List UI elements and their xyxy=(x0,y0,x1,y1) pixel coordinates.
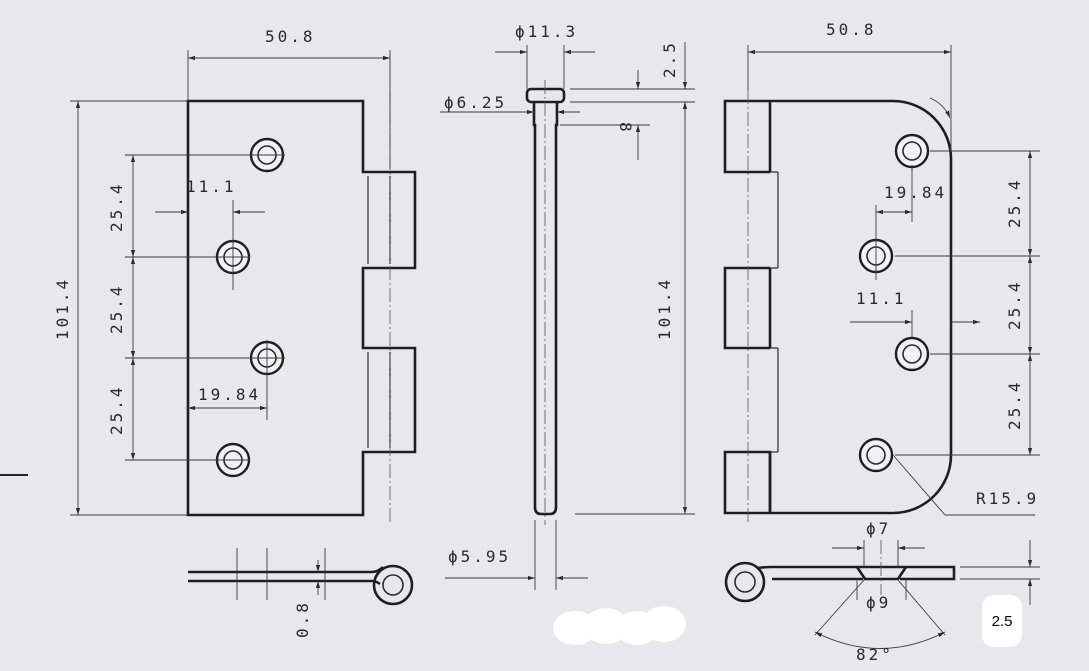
label-pin-shank-top-dia: ϕ6.25 xyxy=(444,93,507,112)
label-left-width: 50.8 xyxy=(265,27,316,46)
label-right-hole-offset: 19.84 xyxy=(884,183,947,202)
scale-note-badge: 2.5 xyxy=(982,595,1022,647)
label-pin-shank-dia: ϕ5.95 xyxy=(448,547,511,566)
pin-head xyxy=(525,87,566,104)
label-right-pitch-1: 25.4 xyxy=(1005,177,1024,228)
left-leaf-edge-view: 0.8 xyxy=(188,548,414,638)
label-pin-head-dia: ϕ11.3 xyxy=(515,22,578,41)
label-left-pitch-1: 25.4 xyxy=(107,181,126,232)
label-left-pitch-3: 25.4 xyxy=(107,384,126,435)
label-left-height: 101.4 xyxy=(53,277,72,340)
right-leaf-edge-view: ϕ7 ϕ9 82° xyxy=(724,519,1040,664)
label-right-pitch-3: 25.4 xyxy=(1005,379,1024,430)
label-right-pitch-2: 25.4 xyxy=(1005,279,1024,330)
label-csk-dia-bottom: ϕ9 xyxy=(866,593,891,612)
label-pin-head-len: 8 xyxy=(616,122,635,135)
label-left-hole-offset: 19.84 xyxy=(198,385,261,404)
label-pin-length: 101.4 xyxy=(655,277,674,340)
hinge-pin-view: ϕ11.3 2.5 ϕ6.25 8 101.4 ϕ5.95 xyxy=(440,22,695,590)
label-right-edge-to-hole: 11.1 xyxy=(856,289,907,308)
label-pin-head-thk: 2.5 xyxy=(660,40,679,78)
right-hole-1 xyxy=(894,133,930,169)
right-hole-4 xyxy=(858,437,894,473)
label-leaf-thickness: 0.8 xyxy=(293,600,312,638)
label-left-edge-to-hole: 11.1 xyxy=(186,177,237,196)
redaction-blob xyxy=(553,606,686,645)
label-csk-angle: 82° xyxy=(856,645,894,664)
left-leaf-view: 50.8 101.4 25.4 25.4 25.4 11.1 19.84 xyxy=(53,27,417,525)
left-leaf-outline xyxy=(186,99,417,517)
right-leaf-outline xyxy=(723,99,953,515)
right-hole-3 xyxy=(894,336,930,372)
label-csk-dia-top: ϕ7 xyxy=(866,519,891,538)
right-leaf-view: 50.8 25.4 25.4 25.4 19.84 11.1 R15.9 xyxy=(723,20,1040,525)
label-left-pitch-2: 25.4 xyxy=(107,283,126,334)
label-corner-radius: R15.9 xyxy=(976,489,1039,508)
label-right-width: 50.8 xyxy=(826,20,877,39)
